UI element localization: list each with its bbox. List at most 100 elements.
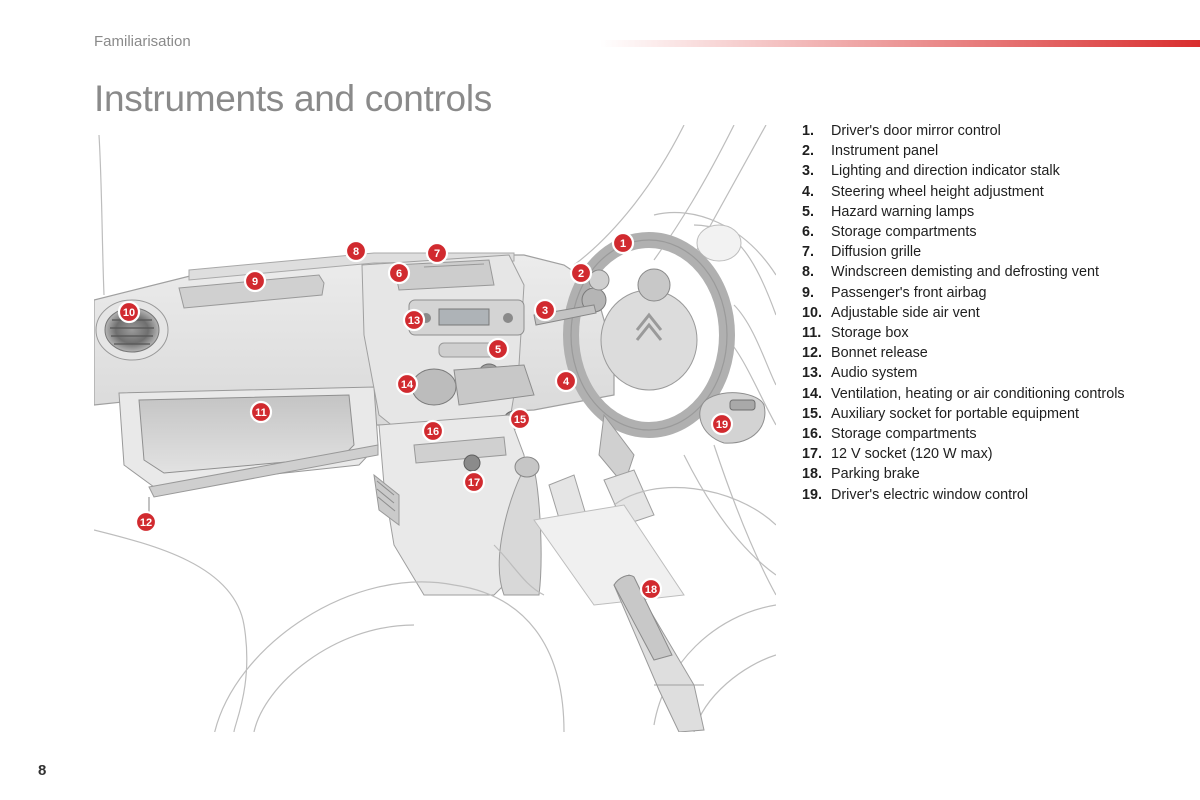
legend-item: 15. Auxiliary socket for portable equipme…: [802, 404, 1142, 424]
svg-text:7: 7: [434, 248, 440, 260]
legend-number: 19.: [802, 486, 823, 503]
badge-7: 7: [425, 241, 449, 265]
legend-number: 6.: [802, 224, 815, 241]
svg-text:4: 4: [563, 376, 570, 388]
legend-text: Hazard warning lamps: [831, 203, 975, 220]
legend-number: 7.: [802, 244, 815, 261]
legend-number: 10.: [802, 304, 823, 321]
legend-text: Ventilation, heating or air conditioning…: [831, 385, 1125, 402]
badge-2: 2: [569, 261, 593, 285]
badge-1: 1: [611, 231, 635, 255]
legend-text: Windscreen demisting and defrosting vent: [831, 264, 1099, 281]
legend-text: Passenger's front airbag: [831, 284, 987, 301]
badge-12: 12: [134, 510, 158, 534]
legend-item: 3. Lighting and direction indicator stalk: [802, 161, 1142, 181]
legend-number: 8.: [802, 264, 815, 281]
legend-number: 14.: [802, 385, 823, 402]
legend-item: 13. Audio system: [802, 363, 1142, 383]
badge-19: 19: [710, 412, 734, 436]
legend-item: 17. 12 V socket (120 W max): [802, 444, 1142, 464]
legend-number: 18.: [802, 466, 823, 483]
legend-number: 12.: [802, 345, 823, 362]
badge-15: 15: [508, 407, 532, 431]
badge-11: 11: [249, 400, 273, 424]
legend-item: 2. Instrument panel: [802, 141, 1142, 161]
badge-18: 18: [639, 577, 663, 601]
legend-text: Lighting and direction indicator stalk: [831, 163, 1060, 180]
legend-text: Driver's door mirror control: [831, 123, 1001, 139]
legend-item: 11. Storage box: [802, 323, 1142, 343]
legend-item: 5. Hazard warning lamps: [802, 202, 1142, 222]
legend-item: 4. Steering wheel height adjustment: [802, 182, 1142, 202]
legend-number: 3.: [802, 163, 815, 180]
dashboard-illustration: 1 2 3 4 5 6 7 8 9 10 11 12 13 14 15 16 1…: [94, 125, 776, 732]
legend-number: 5.: [802, 203, 815, 220]
legend-item: 7. Diffusion grille: [802, 242, 1142, 262]
legend-list: 1. Driver's door mirror control 2. Instrum…: [802, 121, 1142, 505]
legend-number: 9.: [802, 284, 815, 301]
badge-10: 10: [117, 300, 141, 324]
legend-number: 17.: [802, 446, 823, 463]
legend-text: Auxiliary socket for portable equipment: [831, 405, 1079, 422]
svg-text:11: 11: [255, 407, 267, 419]
badge-17: 17: [462, 470, 486, 494]
legend-text: Adjustable side air vent: [831, 304, 980, 321]
svg-text:18: 18: [645, 584, 657, 596]
legend-item: 19. Driver's electric window control: [802, 485, 1142, 505]
svg-text:1: 1: [620, 238, 626, 250]
svg-text:9: 9: [252, 276, 258, 288]
page-number: 8: [38, 762, 47, 779]
legend-item: 12. Bonnet release: [802, 343, 1142, 363]
legend-text: Storage compartments: [831, 224, 977, 241]
legend-number: 11.: [802, 325, 822, 342]
badge-13: 13: [402, 308, 426, 332]
badge-5: 5: [486, 337, 510, 361]
svg-text:5: 5: [495, 344, 501, 356]
legend-item: 16. Storage compartments: [802, 424, 1142, 444]
svg-text:3: 3: [542, 305, 548, 317]
legend-number: 16.: [802, 426, 823, 443]
legend-item: 18. Parking brake: [802, 464, 1142, 484]
svg-text:6: 6: [396, 268, 402, 280]
badge-6: 6: [387, 261, 411, 285]
svg-text:2: 2: [578, 268, 584, 280]
legend-text: Driver's electric window control: [831, 486, 1029, 503]
legend-item: 1. Driver's door mirror control: [802, 121, 1142, 141]
legend-number: 15.: [802, 405, 823, 422]
legend-number: 4.: [802, 183, 815, 200]
svg-text:16: 16: [427, 426, 439, 438]
legend-text: Bonnet release: [831, 345, 928, 362]
legend-text: Audio system: [831, 365, 918, 382]
badge-9: 9: [243, 269, 267, 293]
legend-number: 13.: [802, 365, 823, 382]
svg-text:19: 19: [716, 419, 728, 431]
legend-number: 1.: [802, 123, 815, 139]
svg-text:17: 17: [468, 477, 480, 489]
legend-text: Storage box: [831, 325, 909, 342]
svg-text:14: 14: [401, 379, 414, 391]
legend-item: 9. Passenger's front airbag: [802, 283, 1142, 303]
badge-4: 4: [554, 369, 578, 393]
svg-text:8: 8: [353, 246, 359, 258]
legend-text: Storage compartments: [831, 426, 977, 443]
legend-number: 2.: [802, 143, 815, 160]
legend-item: 10. Adjustable side air vent: [802, 303, 1142, 323]
badge-16: 16: [421, 419, 445, 443]
badge-3: 3: [533, 298, 557, 322]
svg-text:15: 15: [514, 414, 526, 426]
legend-text: Instrument panel: [831, 143, 939, 160]
svg-text:10: 10: [123, 307, 135, 319]
legend-text: 12 V socket (120 W max): [831, 446, 993, 463]
legend-text: Diffusion grille: [831, 244, 922, 261]
header-accent-bar: [600, 40, 1200, 47]
legend-item: 6. Storage compartments: [802, 222, 1142, 242]
legend-item: 14. Ventilation, heating or air condition…: [802, 384, 1142, 404]
svg-text:12: 12: [140, 517, 152, 529]
legend-text: Steering wheel height adjustment: [831, 183, 1044, 200]
badge-14: 14: [395, 372, 419, 396]
legend-item: 8. Windscreen demisting and defrosting ve…: [802, 262, 1142, 282]
page-title: Instruments and controls: [94, 78, 492, 119]
svg-text:13: 13: [408, 315, 420, 327]
badge-8: 8: [344, 239, 368, 263]
legend-text: Parking brake: [831, 466, 920, 483]
